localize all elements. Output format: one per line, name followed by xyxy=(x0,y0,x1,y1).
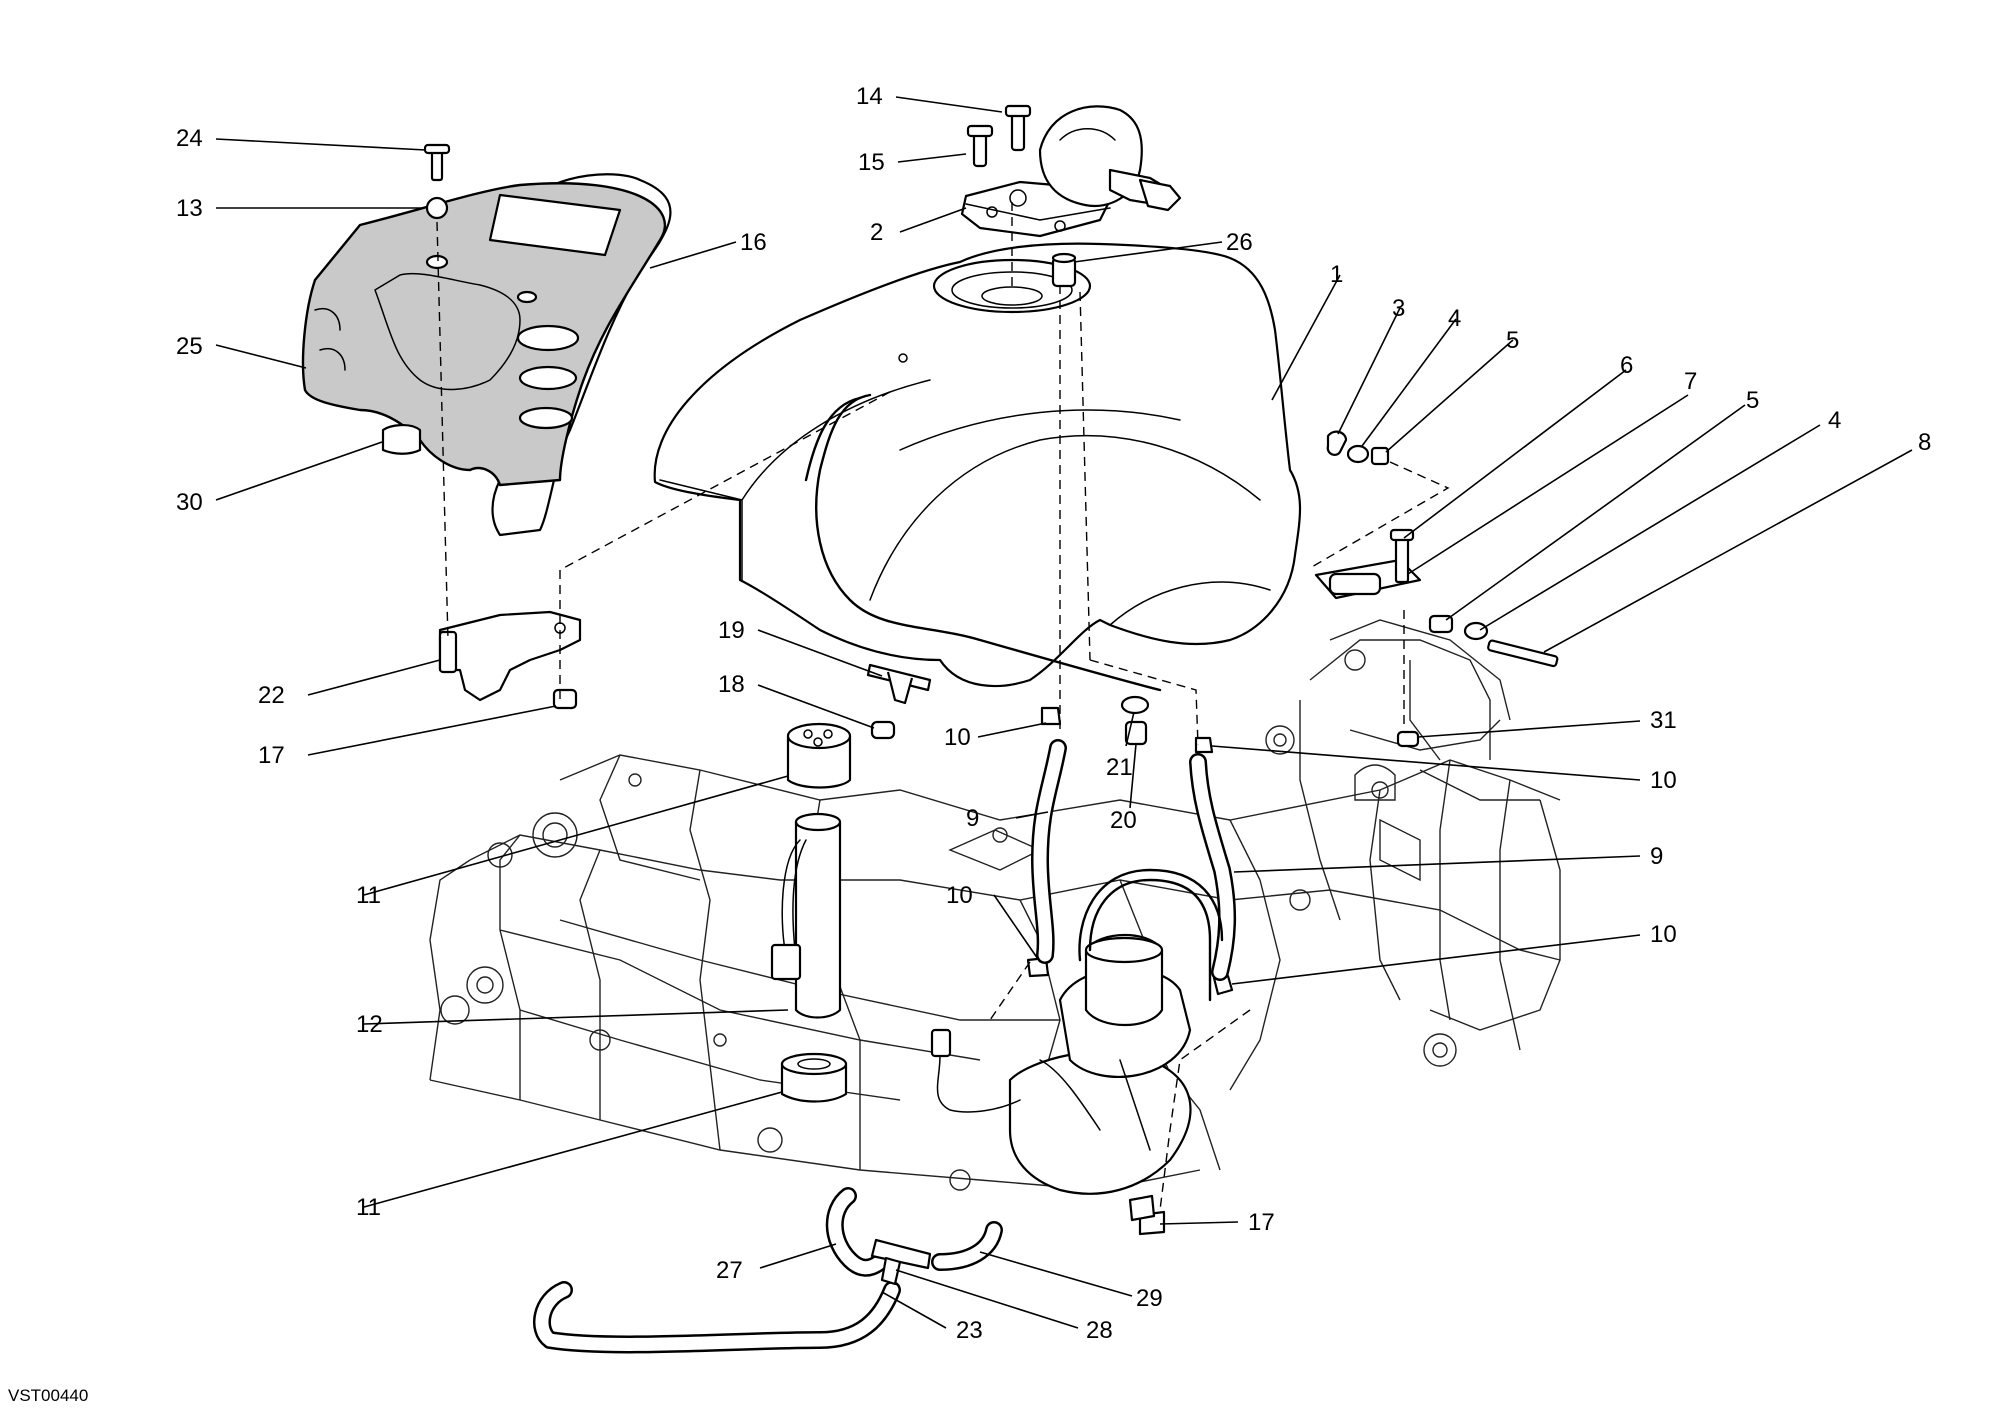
fuel-tank xyxy=(653,242,1302,688)
callout-19: 19 xyxy=(718,617,745,644)
callout-5b: 5 xyxy=(1746,387,1759,414)
callout-5: 5 xyxy=(1506,327,1519,354)
callout-10a: 10 xyxy=(944,724,971,751)
callout-20: 20 xyxy=(1110,807,1137,834)
diagram-reference-code: VST00440 xyxy=(8,1386,89,1405)
callout-10c: 10 xyxy=(946,882,973,909)
mounting-bracket xyxy=(438,610,582,710)
callout-9a: 9 xyxy=(966,805,979,832)
tank-outline-routing xyxy=(804,393,1162,692)
callout-11b: 11 xyxy=(356,1194,381,1221)
callout-6: 6 xyxy=(1620,352,1633,379)
callout-11a: 11 xyxy=(356,882,381,909)
callout-28: 28 xyxy=(1086,1317,1113,1344)
callout-24: 24 xyxy=(176,125,203,152)
callout-16: 16 xyxy=(740,229,767,256)
callout-1: 1 xyxy=(1330,261,1343,288)
callout-13: 13 xyxy=(176,195,203,222)
callout-31: 31 xyxy=(1650,707,1677,734)
callout-25: 25 xyxy=(176,333,203,360)
callout-21: 21 xyxy=(1106,754,1133,781)
callout-10b: 10 xyxy=(1650,767,1677,794)
callout-2: 2 xyxy=(870,219,883,246)
filler-cap-assembly xyxy=(960,104,1182,288)
callout-4b: 4 xyxy=(1828,407,1841,434)
callout-4: 4 xyxy=(1448,305,1461,332)
callout-23: 23 xyxy=(956,1317,983,1344)
fuel-level-sender xyxy=(770,722,852,1103)
callout-3: 3 xyxy=(1392,295,1405,322)
callout-8: 8 xyxy=(1918,429,1931,456)
fuel-hoses xyxy=(1030,739,1237,981)
frame-structure xyxy=(429,619,1561,1191)
callout-10d: 10 xyxy=(1650,921,1677,948)
tank-cover xyxy=(301,143,672,537)
callout-17: 17 xyxy=(258,742,285,769)
callout-labels: 24 13 25 30 16 22 17 14 15 2 26 1 3 4 5 … xyxy=(176,83,1931,1344)
callout-15: 15 xyxy=(858,149,885,176)
leader-lines xyxy=(215,96,1913,1329)
callout-9b: 9 xyxy=(1650,843,1663,870)
callout-17b: 17 xyxy=(1248,1209,1275,1236)
callout-18: 18 xyxy=(718,671,745,698)
callout-27: 27 xyxy=(716,1257,743,1284)
callout-29: 29 xyxy=(1136,1285,1163,1312)
callout-22: 22 xyxy=(258,682,285,709)
hinge-hardware xyxy=(1314,430,1559,748)
fuel-pump xyxy=(930,868,1224,1222)
callout-12: 12 xyxy=(356,1011,383,1038)
callout-14: 14 xyxy=(856,83,883,110)
callout-7: 7 xyxy=(1684,368,1697,395)
breather-hoses xyxy=(533,1187,1003,1354)
callout-26: 26 xyxy=(1226,229,1253,256)
assembly-guide-lines xyxy=(436,202,1450,1211)
callout-30: 30 xyxy=(176,489,203,516)
